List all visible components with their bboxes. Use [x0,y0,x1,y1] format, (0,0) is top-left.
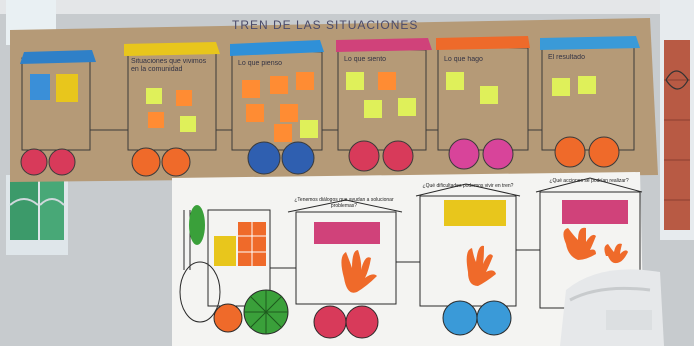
upper-wheels [20,136,620,177]
white-poster [172,172,644,346]
hand-prints [341,227,628,293]
plastic-chair [560,269,664,346]
car-label-resultado: El resultado [548,54,585,61]
banner-title: TREN DE LAS SITUACIONES [232,18,419,32]
car-label-situaciones: Situaciones que vivimos en la comunidad [131,58,207,73]
right-window [660,0,694,240]
lower-car-label-3: ¿Qué acciones se podrían realizar? [549,178,629,184]
left-window [6,0,68,255]
lower-train [179,177,643,323]
car-label-siento: Lo que siento [344,56,387,63]
roof-blue [230,40,324,56]
ceiling-band [0,0,694,14]
lower-car-label-2: ¿Qué dificultades podemos vivir en tren? [422,183,514,189]
roof-pink [336,38,432,52]
car-label-hago: Lo que hago [444,56,483,63]
roof-yellow [124,42,220,56]
roof-blue-2 [540,36,640,50]
lower-car-label-1: ¿Tenemos diálogos que ayudan a soluciona… [294,197,394,209]
roof-orange [436,36,530,50]
sticky-notes [146,72,596,142]
upper-train [20,45,635,151]
car-label-pienso: Lo que pienso [238,60,282,67]
